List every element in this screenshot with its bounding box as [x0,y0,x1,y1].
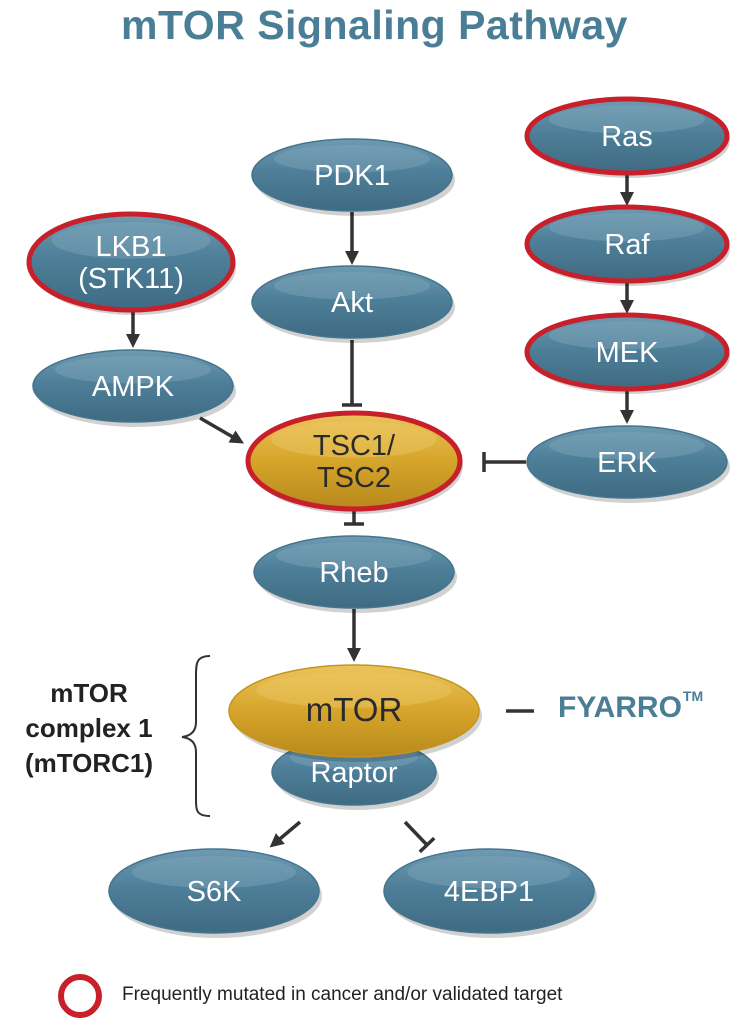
node-shape [524,96,730,176]
node-mek: MEK [524,312,730,394]
node-highlight [549,432,705,460]
node-akt: Akt [251,265,455,343]
node-highlight [274,145,430,173]
legend-mutated-marker [58,974,102,1018]
node-highlight [549,105,705,134]
node-highlight [549,321,705,350]
node-label-4ebp1: 4EBP1 [444,876,534,908]
node-rheb: Rheb [253,535,457,613]
complex-label: mTOR complex 1 (mTORC1) [0,676,178,781]
node-shape [26,211,236,313]
node-label-ras: Ras [601,121,653,153]
node-label-raptor: Raptor [310,757,397,789]
node-label-mek: MEK [596,337,660,369]
node-highlight [132,856,296,889]
trademark-mark: TM [682,688,704,704]
node-erk: ERK [526,425,730,503]
complex-brace [181,655,211,817]
node-label-tsc: TSC2 [317,462,391,494]
complex-label-line: mTOR [50,678,128,708]
node-label-raf: Raf [604,229,650,261]
node-highlight [276,542,432,570]
complex-label-line: complex 1 [25,713,153,743]
node-mtor: mTOR [228,664,482,762]
complex-label-line: (mTORC1) [24,748,154,778]
node-highlight [549,213,705,242]
node-shape [253,535,455,609]
edge-ampk-to-tsc [199,416,245,444]
node-ampk: AMPK [32,349,236,427]
node-label-tsc: TSC1/ [313,430,396,462]
node-label-pdk1: PDK1 [314,160,390,192]
node-label-erk: ERK [597,447,657,479]
drug-name: FYARRO [558,691,682,724]
edges-layer [126,174,634,854]
node-shape [108,848,320,934]
diagram-title: mTOR Signaling Pathway [121,2,628,48]
drug-label: FYARROTM [558,688,703,725]
edge-mtor-to-4ebp1 [403,820,429,847]
node-highlight [274,272,430,300]
node-shape [245,410,463,512]
node-label-lkb1: (STK11) [78,263,184,295]
node-shape [383,848,595,934]
node-label-mtor: mTOR [306,691,403,728]
node-tsc: TSC1/TSC2 [245,410,463,514]
node-shape [228,664,480,758]
legend-text: Frequently mutated in cancer and/or vali… [122,984,563,1005]
edge-mtor-to-s6k [269,820,302,848]
node-ras: Ras [524,96,730,178]
node-highlight [271,421,437,458]
node-label-rheb: Rheb [319,557,388,589]
node-highlight [407,856,571,889]
node-label-lkb1: LKB1 [96,231,167,263]
node-label-s6k: S6K [187,876,242,908]
node-4ebp1: 4EBP1 [383,848,597,938]
node-label-akt: Akt [331,287,373,319]
node-s6k: S6K [108,848,322,938]
node-raf: Raf [524,204,730,286]
node-shape [251,265,453,339]
node-shape [524,204,730,284]
node-highlight [55,356,211,384]
node-lkb1: LKB1(STK11) [26,211,236,315]
node-label-ampk: AMPK [92,371,175,403]
inhibition-bar-mtor-to-4ebp1 [418,836,436,854]
node-shape [524,312,730,392]
node-shape [526,425,728,499]
node-shape [251,138,453,212]
node-highlight [51,222,211,259]
node-shape [32,349,234,423]
node-pdk1: PDK1 [251,138,455,216]
node-highlight [256,672,452,708]
